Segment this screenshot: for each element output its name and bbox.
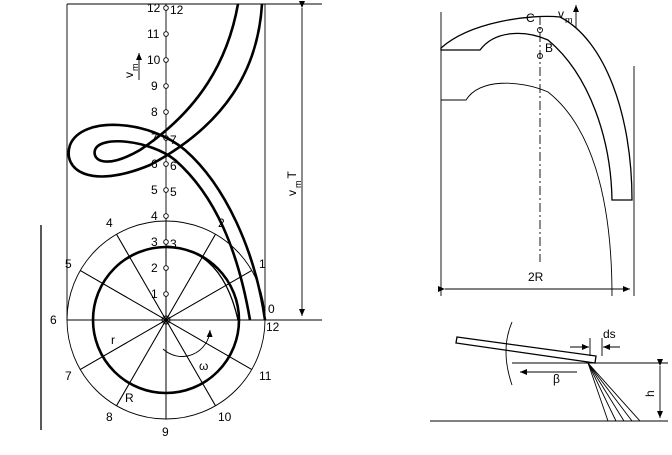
vm-label: vm <box>122 64 140 79</box>
circle-number: 11 <box>259 369 272 383</box>
axis-point <box>163 5 169 11</box>
width-label: 2R <box>528 270 544 284</box>
loop-curve-outer <box>67 3 267 321</box>
circle-number: 6 <box>50 313 57 327</box>
fan-line <box>587 362 609 422</box>
radius-R-label: R <box>125 391 134 405</box>
axis-point <box>163 291 169 297</box>
beta-label: β <box>553 372 560 386</box>
fan-line <box>587 362 641 422</box>
ds-label: ds <box>603 327 616 341</box>
axis-number-right: 5 <box>170 185 177 199</box>
beta-arc <box>505 321 513 386</box>
axis-number: 11 <box>147 27 160 41</box>
radius-r-label: r <box>111 333 115 347</box>
axis-point <box>163 31 169 37</box>
axis-number: 3 <box>151 235 158 249</box>
h-label: h <box>643 390 657 397</box>
axis-number: 8 <box>151 105 158 119</box>
axis-number: 9 <box>151 79 158 93</box>
axis-point <box>163 57 169 63</box>
vm-label-right: vm <box>558 7 573 25</box>
axis-number-right: 7 <box>170 133 177 147</box>
axis-number-right: 3 <box>170 237 177 251</box>
axis-point <box>163 265 169 271</box>
axis-points <box>163 5 169 297</box>
axis-point <box>163 187 169 193</box>
fan-lines <box>587 362 641 422</box>
circle-number: 1 <box>259 257 266 271</box>
loop-curve-inner <box>93 3 252 321</box>
axis-number: 12 <box>147 1 161 15</box>
circle-number: 7 <box>65 369 72 383</box>
point-c-label: C <box>526 11 535 25</box>
fan-line <box>587 362 633 422</box>
axis-point <box>163 109 169 115</box>
omega-arrow <box>162 329 213 357</box>
axis-number: 2 <box>151 261 158 275</box>
axis-number-right: 12 <box>170 3 184 17</box>
height-label: vmT <box>285 171 303 197</box>
axis-number-right: 6 <box>170 159 177 173</box>
circle-number: 12 <box>266 320 280 334</box>
axis-number: 4 <box>151 209 158 223</box>
point-b-label: B <box>545 41 553 55</box>
axis-number: 10 <box>147 53 161 67</box>
axis-number: 1 <box>151 287 158 301</box>
fan-line <box>587 362 625 422</box>
omega-label: ω <box>199 359 208 373</box>
axis-number: 7 <box>151 131 158 145</box>
blade-angle-figure: β ds h <box>430 321 668 422</box>
circle-number: 4 <box>106 216 113 230</box>
circle-number: 0 <box>268 302 275 316</box>
axis-point <box>163 239 169 245</box>
fan-line <box>587 362 617 422</box>
circle-number: 8 <box>106 410 113 424</box>
axis-point <box>163 213 169 219</box>
point-b-marker <box>537 53 543 59</box>
circle-number: 9 <box>162 425 169 439</box>
turbine-profile-figure: C B vm 2R <box>438 5 635 297</box>
inner-profile-line <box>441 82 613 297</box>
point-c-marker <box>537 27 543 33</box>
axis-point <box>163 83 169 89</box>
inclined-plate <box>455 336 597 364</box>
circle-number: 5 <box>65 257 72 271</box>
cycloid-curve <box>165 245 239 321</box>
hatched-band <box>440 15 633 201</box>
circle-number: 10 <box>218 410 232 424</box>
axis-number: 5 <box>151 183 158 197</box>
axis-point <box>163 161 169 167</box>
